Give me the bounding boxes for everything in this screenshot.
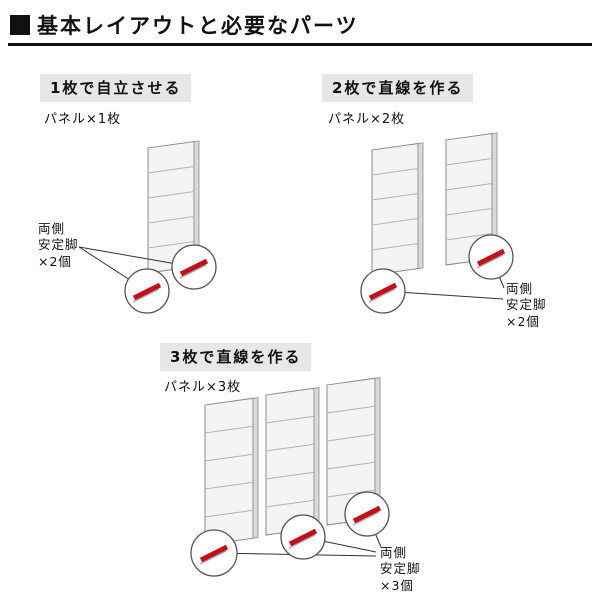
title-underline xyxy=(8,43,592,46)
feet-label: 両側 安定脚 ×2個 xyxy=(38,221,79,270)
panel-illustration xyxy=(147,140,200,274)
feet-label-line: 安定脚 xyxy=(506,297,547,313)
title-bullet-icon xyxy=(10,15,30,35)
feet-label-line: ×2個 xyxy=(38,253,72,269)
section-header-three-panels: 3枚で直線を作る xyxy=(160,343,312,371)
foot-detail-circle xyxy=(190,529,238,577)
feet-label: 両側 安定脚 ×3個 xyxy=(380,545,421,594)
panel-illustration xyxy=(371,142,424,276)
page-header: 基本レイアウトと必要なパーツ xyxy=(10,10,359,40)
stabilizer-foot-icon xyxy=(179,258,209,277)
feet-label-line: ×2個 xyxy=(506,313,540,329)
section-header-two-panels: 2枚で直線を作る xyxy=(322,74,474,102)
feet-label-line: 両側 xyxy=(380,545,408,560)
foot-detail-circle xyxy=(280,514,326,560)
stabilizer-foot-icon xyxy=(352,505,382,524)
panel-count-label: パネル×3枚 xyxy=(164,380,242,395)
panel-illustration xyxy=(326,377,381,526)
stabilizer-foot-icon xyxy=(288,528,318,547)
panel-count-label: パネル×1枚 xyxy=(44,112,122,127)
feet-label-line: 両側 xyxy=(38,221,66,236)
page-title: 基本レイアウトと必要なパーツ xyxy=(37,14,359,38)
section-header-one-panel: 1枚で自立させる xyxy=(40,74,192,102)
stabilizer-foot-icon xyxy=(132,282,162,301)
feet-label-line: 安定脚 xyxy=(380,561,421,577)
feet-label-line: 安定脚 xyxy=(38,237,79,253)
foot-detail-circle xyxy=(468,234,514,280)
panel-count-label: パネル×2枚 xyxy=(328,112,406,127)
foot-detail-circle xyxy=(171,244,217,290)
panel-illustration xyxy=(445,132,498,266)
feet-label: 両側 安定脚 ×2個 xyxy=(506,281,547,330)
feet-label-line: 両側 xyxy=(506,281,534,296)
foot-detail-circle xyxy=(360,268,406,314)
stabilizer-foot-icon xyxy=(199,544,229,563)
stabilizer-foot-icon xyxy=(368,282,398,301)
foot-detail-circle xyxy=(344,491,390,537)
stabilizer-foot-icon xyxy=(476,248,506,267)
foot-detail-circle xyxy=(124,268,170,314)
feet-label-line: ×3個 xyxy=(380,577,414,593)
panel-illustration xyxy=(265,387,320,536)
panel-illustration xyxy=(204,397,259,546)
